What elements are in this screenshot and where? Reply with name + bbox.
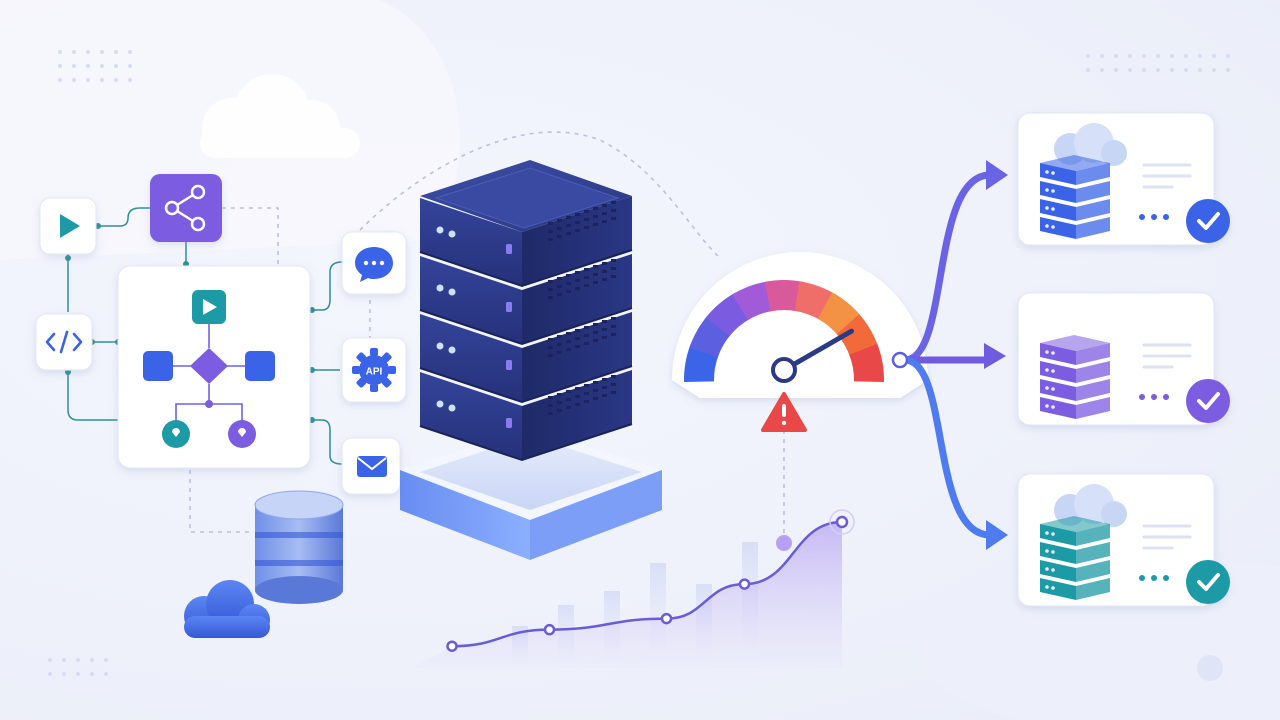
play-icon [60,214,80,238]
target-ring [829,509,855,535]
cloud-server-icon [1040,123,1127,239]
server-unit [419,370,633,462]
growth-point [738,578,751,590]
destination-server-card [1017,292,1232,426]
play-card [39,197,97,255]
server-platform [400,428,662,560]
cloud-icon [184,580,270,638]
cloud-server-icon [1040,484,1127,600]
gauge-segment [849,343,884,382]
destination-server-card [1017,112,1232,246]
workflow-card [117,265,311,469]
gauge-segment [764,280,804,312]
router-node [891,351,909,369]
routing-arrows [901,171,994,539]
share-card [150,174,222,242]
growth-chart [412,509,855,668]
growth-point [835,515,849,529]
code-icon [45,330,83,354]
server-unit [419,254,633,346]
decorative-cloud-icon [200,74,360,158]
arrow-heads [984,160,1008,550]
placeholder-lines [1142,163,1192,189]
server-unit [419,196,633,288]
share-nodes-icon [164,184,206,232]
alert-triangle-icon [761,392,807,432]
placeholder-lines [1142,343,1192,369]
alert-anchor-dot [776,535,792,551]
server-rack-icon [419,160,633,462]
destination-server-card [1017,473,1232,607]
dashed-connectors [189,131,785,540]
status-dots [1139,575,1169,581]
growth-point [660,612,673,625]
api-card: API [341,337,407,403]
server-stack-icon [1040,335,1110,419]
chat-bubble-icon [355,247,393,282]
status-dots [1139,214,1169,220]
speed-gauge-icon [672,252,928,398]
server-unit [419,312,633,404]
code-card [35,313,93,371]
check-circle-icon [1184,197,1232,245]
gauge-segment [732,281,774,321]
gauge-segment [836,314,879,358]
api-label: API [366,367,383,378]
check-circle-icon [1184,377,1232,425]
status-dots [1139,394,1169,400]
check-circle-icon [1184,558,1232,606]
placeholder-lines [1142,524,1192,550]
mail-icon [357,456,387,477]
growth-point [446,640,458,652]
api-gear-icon: API [352,348,396,392]
growth-point [543,623,556,636]
chat-card [341,231,407,295]
database-icon [254,490,344,604]
workflow-diagram-icon [143,290,275,448]
mail-card [341,437,401,495]
